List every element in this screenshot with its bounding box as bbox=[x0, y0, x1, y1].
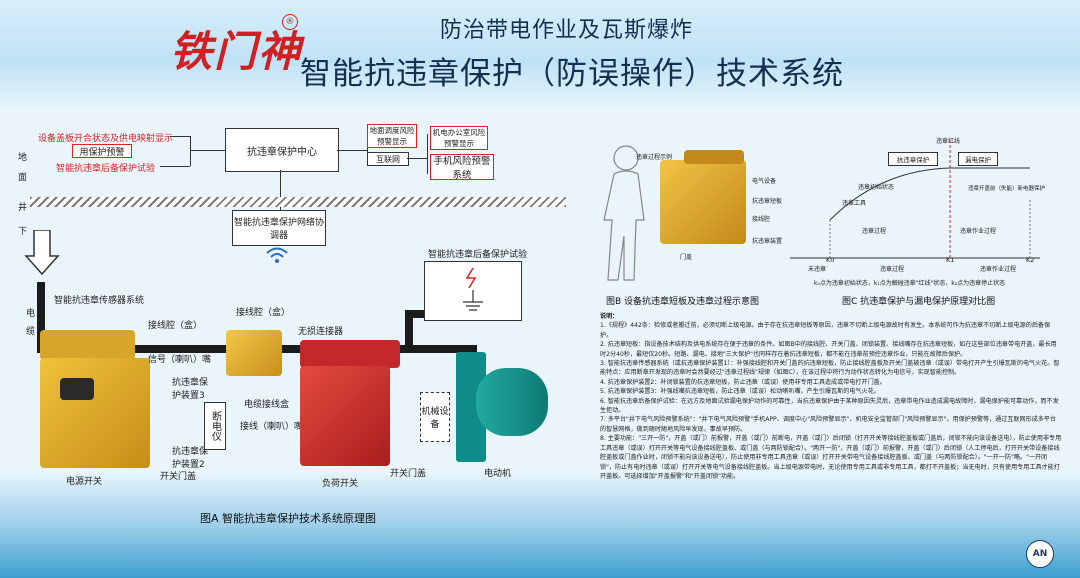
notes-item: 2. 抗违章短板：指设备技术结构及供电系统存在便于违章的条件。如图B中的接线腔、… bbox=[600, 341, 1057, 358]
mechanical-equipment-box: 机械设备 bbox=[420, 392, 450, 442]
ground-label-1: 地 bbox=[18, 153, 28, 163]
post-test-panel bbox=[424, 261, 522, 321]
notes-item: 4. 抗违章保护装置2：补闭锁装置的抗违章短板，防止违章（或误）使用非专用工具造… bbox=[600, 378, 886, 386]
cable-junction-box bbox=[226, 330, 282, 376]
diagram-b-label-0: 违章过程示例 bbox=[636, 154, 673, 161]
diagram-c-graph bbox=[790, 140, 1040, 260]
diagram-c-label-1: 违章工具 bbox=[842, 200, 867, 207]
wireless-connector-label: 无损连接器 bbox=[298, 327, 344, 337]
diagram-c-label-2: 违章开盖前（失能）新电器保护 bbox=[968, 186, 1046, 192]
phone-warning-box: 手机风险预警系统 bbox=[430, 154, 494, 181]
worker-outline-icon bbox=[603, 145, 645, 281]
diagram-c-segment-1: 违章过程 bbox=[880, 266, 905, 273]
brand-logo: 铁门神 bbox=[170, 27, 303, 76]
diagram-c-caption: 图C 抗违章保护与漏电保护原理对比图 bbox=[842, 297, 996, 307]
office-warning-box: 机电办公室风险预警显示 bbox=[430, 126, 488, 150]
notes-heading: 说明： bbox=[600, 313, 619, 320]
page-title-line2: 智能抗违章保护（防误操作）技术系统 bbox=[300, 56, 844, 92]
alarm-box: 用保护预警 bbox=[72, 144, 132, 158]
power-switch-top bbox=[40, 330, 135, 360]
diagram-c-segment-0: 未违章 bbox=[808, 266, 827, 273]
network-coordinator-box: 智能抗违章保护网络协调器 bbox=[232, 210, 326, 246]
footer-logo: AN bbox=[1026, 540, 1054, 568]
notes-item: 7. 多平台"井下电气风险预警系统"："井下电气风险预警"手机APP、调度中心"… bbox=[600, 416, 1057, 433]
diagram-c-label-redline: 违章红线 bbox=[936, 138, 961, 145]
notes-item: 6. 智能抗违章后备保护试验：在远方及地面试验漏电保护动作的可靠性，当抗违章保护… bbox=[600, 397, 1059, 415]
cable-box-label: 电缆接线盒 bbox=[244, 400, 290, 410]
diagram-c-label-3: 违章过程 bbox=[862, 228, 887, 235]
device-model-top bbox=[684, 150, 744, 164]
down-arrow-icon bbox=[24, 230, 60, 276]
diagram-b-caption: 图B 设备抗违章短板及违章过程示意图 bbox=[606, 297, 760, 307]
signal-label: 信号（喇叭）嘴 bbox=[148, 355, 212, 365]
well-label-1: 井 bbox=[18, 203, 28, 213]
cable-label-2: 缆 bbox=[26, 327, 36, 337]
post-test-panel-label: 智能抗违章后备保护试验 bbox=[428, 250, 528, 260]
ground-symbol-icon bbox=[463, 267, 483, 311]
diagram-c-tick-k1: K1 bbox=[946, 256, 955, 264]
load-switch-body bbox=[300, 366, 390, 466]
junction-box-label-2: 接线腔（盒） bbox=[236, 308, 291, 318]
cable-riser bbox=[405, 310, 413, 350]
device-model-body bbox=[660, 160, 746, 244]
diagram-a-caption: 图A 智能抗违章保护技术系统原理图 bbox=[200, 512, 377, 525]
diagram-c-label-0: 违章初始状态 bbox=[858, 184, 895, 191]
motor-body bbox=[476, 368, 548, 436]
load-switch-label: 负荷开关 bbox=[322, 479, 359, 489]
signal-label-2: 接线（喇叭）嘴 bbox=[240, 422, 304, 432]
notes-item: 3. 智能抗违章传感器系统（或抗违章保护装置1）：补强接线腔和开关门盖的抗违章短… bbox=[600, 360, 1060, 377]
power-switch-label: 电源开关 bbox=[66, 477, 103, 487]
cable-vertical bbox=[37, 282, 45, 352]
page-title-line1: 防治带电作业及瓦斯爆炸 bbox=[440, 18, 694, 43]
diagram-b-label-5: 门盖 bbox=[680, 254, 693, 261]
diagram-b-label-3: 接线腔 bbox=[752, 216, 771, 223]
wifi-icon bbox=[266, 247, 288, 263]
motor-label: 电动机 bbox=[484, 469, 512, 479]
notes-item: 1.《规程》442条：检修或者搬迁前，必须切断上级电源。由于存在抗违章短板等原因… bbox=[600, 322, 1051, 339]
diagram-c-box-leak: 漏电保护 bbox=[958, 152, 998, 166]
ground-surface bbox=[30, 197, 566, 207]
post-test-label: 智能抗违章后备保护试验 bbox=[56, 164, 156, 174]
notes-section: 说明： 1.《规程》442条：检修或者搬迁前，必须切断上级电源。由于存在抗违章短… bbox=[600, 312, 1062, 481]
power-switch-display bbox=[60, 378, 94, 400]
diagram-c-label-4: 违章作业过程 bbox=[960, 228, 997, 235]
open-door-label-2: 开关门盖 bbox=[390, 469, 427, 479]
cable-label-1: 电 bbox=[26, 309, 36, 319]
water-background bbox=[0, 470, 1080, 578]
diagram-b-label-4: 抗违章装置 bbox=[752, 238, 783, 245]
junction-box-label-1: 接线腔（盒） bbox=[148, 321, 203, 331]
notes-item: 5. 抗违章保护装置3：补强线嘴抗违章短板，防止违章（或误）松动喇叭嘴，产生引爆… bbox=[600, 388, 880, 396]
protect2-label: 抗违章保护装置2 bbox=[172, 447, 209, 470]
diagram-c-box-protect: 抗违章保护 bbox=[888, 152, 938, 166]
protection-center-box: 抗违章保护中心 bbox=[225, 128, 339, 172]
notes-item: 8. 主要功能："三开一防"，开盖（或门）前报警，开盖（或门）前断电，开盖（或门… bbox=[600, 435, 1062, 480]
diagram-b-label-1: 电气设备 bbox=[752, 178, 777, 185]
header-background bbox=[0, 0, 1080, 112]
power-switch-body bbox=[40, 358, 150, 468]
diagram-c-segment-2: 违章作业过程 bbox=[980, 266, 1017, 273]
diagram-c-tick-k0: K0 bbox=[826, 256, 835, 264]
diagram-b-label-2: 抗违章短板 bbox=[752, 198, 783, 205]
dispatch-warning-box: 地面调度风险预警显示 bbox=[367, 124, 417, 148]
protect3-label: 抗违章保护装置3 bbox=[172, 378, 209, 401]
internet-box: 互联网 bbox=[367, 152, 409, 166]
open-door-label-1: 开关门盖 bbox=[160, 472, 197, 482]
diagram-c-legend: k₀点为违章初始状态，k₁点为触碰违章"红线"状态，k₂点为违章停止状态 bbox=[814, 280, 1006, 287]
lid-open-display-label: 设备盖板开合状态及供电映射显示 bbox=[38, 134, 174, 144]
load-switch-top bbox=[300, 340, 400, 368]
cable-riser-top bbox=[405, 310, 425, 318]
ground-label-2: 面 bbox=[18, 173, 28, 183]
registered-mark: ® bbox=[282, 14, 298, 30]
well-label-2: 下 bbox=[18, 227, 28, 237]
disconnect-box: 断电仪 bbox=[204, 402, 226, 450]
sensor-system-label: 智能抗违章传感器系统 bbox=[54, 296, 145, 306]
diagram-c-tick-k2: K2 bbox=[1026, 256, 1035, 264]
